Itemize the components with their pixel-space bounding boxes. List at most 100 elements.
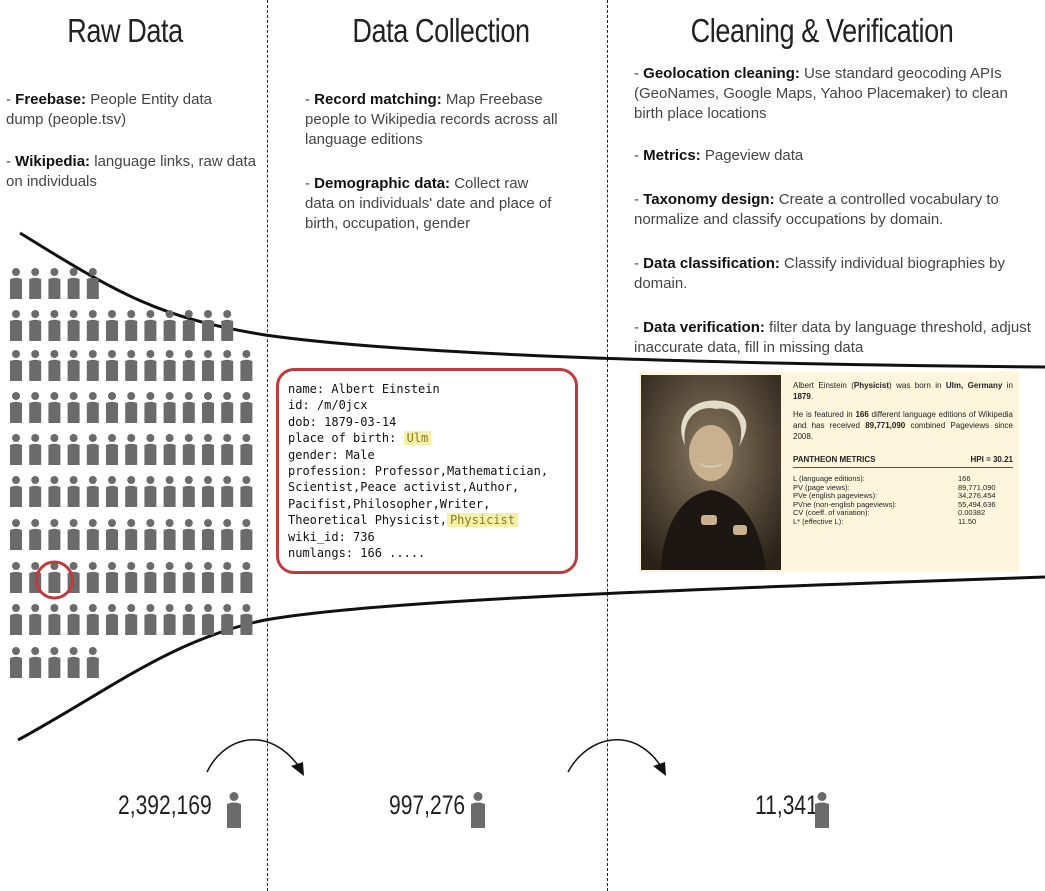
person-figure xyxy=(48,476,61,507)
card-summary-1: Albert Einstein (Physicist) was born in … xyxy=(793,381,1013,401)
person-figure xyxy=(67,476,80,507)
bullet-classification: - Data classification: Classify individu… xyxy=(634,255,1006,292)
person-figure xyxy=(144,392,157,423)
card-summary-2: He is featured in 166 different language… xyxy=(793,410,1014,441)
record-pob-label: place of birth: xyxy=(288,431,404,446)
metric-row: PV (page views):89,771,090 xyxy=(793,482,996,492)
person-figure xyxy=(10,647,22,678)
person-icon xyxy=(815,792,829,828)
person-figure xyxy=(202,476,214,507)
person-figure xyxy=(29,476,42,507)
person-figure xyxy=(182,519,195,550)
person-figure xyxy=(10,310,22,341)
person-icon xyxy=(471,792,485,828)
person-figure xyxy=(29,434,42,465)
person-figure xyxy=(67,519,80,550)
person-figure xyxy=(106,434,118,465)
person-figure xyxy=(221,310,234,341)
person-figure xyxy=(240,392,253,423)
bullet-record-matching: - Record matching: Map Freebase people t… xyxy=(305,91,558,148)
person-figure xyxy=(106,562,118,593)
metrics-header: PANTHEON METRICS HPI = 30.21 xyxy=(793,454,1013,468)
person-figure xyxy=(29,392,42,423)
person-figure xyxy=(163,434,176,465)
funnel-top-curve xyxy=(19,231,1045,369)
person-figure xyxy=(182,604,195,635)
metric-row: CV (coeff. of variation):0.00382 xyxy=(793,508,986,518)
person-figure xyxy=(144,476,157,507)
person-figure xyxy=(125,562,138,593)
person-figure xyxy=(202,392,214,423)
metric-row: PVe (english pageviews):34,276,454 xyxy=(793,491,996,501)
person-figure xyxy=(29,310,42,341)
person-figure xyxy=(48,562,61,593)
metric-row: L (language editions):166 xyxy=(793,474,971,483)
person-figure xyxy=(182,434,195,465)
title-raw-data: Raw Data xyxy=(67,12,183,49)
person-figure xyxy=(86,310,99,341)
title-cleaning: Cleaning & Verification xyxy=(690,12,954,49)
person-figure xyxy=(67,310,80,341)
person-figure xyxy=(182,476,195,507)
person-figure xyxy=(106,476,118,507)
person-figure xyxy=(163,519,176,550)
person-figure xyxy=(144,310,157,341)
metrics-title: PANTHEON METRICS xyxy=(793,455,876,464)
bullet-freebase: - Freebase: People Entity data dump (peo… xyxy=(6,91,212,128)
person-figure xyxy=(67,647,80,678)
arrow-2-curve xyxy=(567,739,663,773)
person-figure xyxy=(144,350,157,381)
person-figure xyxy=(144,562,157,593)
person-figure xyxy=(163,392,176,423)
person-figure xyxy=(144,519,157,550)
record-box: name: Albert Einstein id: /m/0jcx dob: 1… xyxy=(276,368,578,574)
arrow-1-curve xyxy=(206,739,301,773)
funnel-bottom-curve xyxy=(17,575,1045,742)
person-figure xyxy=(182,562,195,593)
person-figure xyxy=(86,647,99,678)
person-figure xyxy=(163,562,176,593)
person-figure xyxy=(29,604,42,635)
person-figure xyxy=(10,562,22,593)
person-figure xyxy=(240,519,253,550)
person-figure xyxy=(48,392,61,423)
person-figure xyxy=(48,519,61,550)
person-figure xyxy=(125,310,138,341)
record-numlangs: numlangs: 166 ..... xyxy=(288,546,426,561)
person-figure xyxy=(67,268,80,299)
person-figure xyxy=(144,434,157,465)
bullet-verification: - Data verification: filter data by lang… xyxy=(634,319,1031,356)
people-grid xyxy=(10,268,253,678)
record-pob-highlight: Ulm xyxy=(403,431,432,446)
person-figure xyxy=(48,350,61,381)
person-figure xyxy=(67,392,80,423)
record-dob: dob: 1879-03-14 xyxy=(288,414,397,429)
person-figure xyxy=(106,604,118,635)
person-figure xyxy=(86,476,99,507)
record-gender: gender: Male xyxy=(288,447,375,462)
person-figure xyxy=(67,350,80,381)
count-raw: 2,392,169 xyxy=(118,790,212,820)
person-figure xyxy=(67,434,80,465)
record-name: name: Albert Einstein xyxy=(288,382,440,396)
pantheon-card: Albert Einstein (Physicist) was born in … xyxy=(639,372,1019,572)
person-figure xyxy=(221,476,234,507)
bullet-taxonomy: - Taxonomy design: Create a controlled v… xyxy=(634,191,999,228)
person-figure xyxy=(10,476,22,507)
person-figure xyxy=(29,268,42,299)
person-figure xyxy=(86,392,99,423)
record-profession-3: Pacifist,Philosopher,Writer, xyxy=(288,496,491,511)
record-wiki-id: wiki_id: 736 xyxy=(288,529,375,544)
person-figure xyxy=(202,434,214,465)
person-figure xyxy=(182,310,195,341)
metric-row: PVne (non-english pageviews):55,494,636 xyxy=(793,499,996,509)
person-figure xyxy=(125,476,138,507)
arrow-2-head xyxy=(653,762,666,776)
person-figure xyxy=(10,434,22,465)
person-figure xyxy=(10,519,22,550)
person-figure xyxy=(48,604,61,635)
person-figure xyxy=(202,604,214,635)
person-figure xyxy=(29,647,42,678)
record-profession-highlight: Physicist xyxy=(446,513,518,528)
